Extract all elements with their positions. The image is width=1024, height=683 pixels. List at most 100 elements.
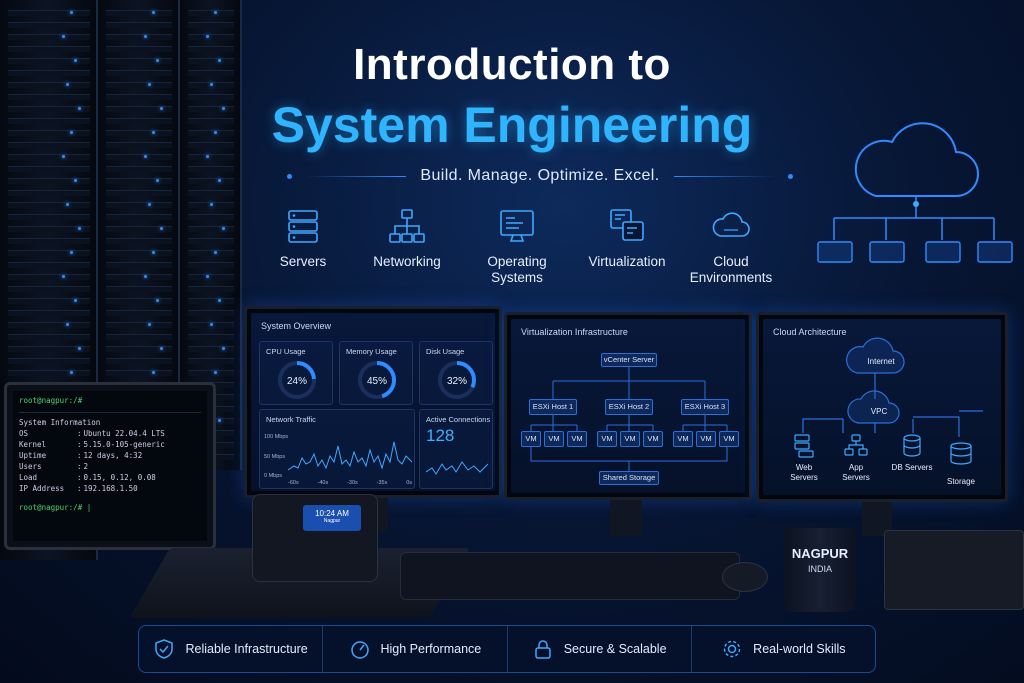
rack-led [144, 275, 147, 278]
vm-node: VM [696, 431, 716, 447]
laptop: root@nagpur:/# System Information OS: Ub… [4, 382, 216, 550]
terminal-prompt[interactable]: root@nagpur:/# | [19, 503, 92, 512]
virtual-windows-icon [610, 209, 644, 241]
rack-slot [8, 286, 90, 292]
terminal-key: Load [19, 473, 38, 482]
rack-slot [106, 106, 172, 112]
rack-slot [106, 190, 172, 196]
vm-node: VM [597, 431, 617, 447]
headline-line-1: Introduction to [353, 40, 671, 89]
rack-led [218, 299, 221, 302]
rack-slot [106, 142, 172, 148]
x-tick: 0s [406, 480, 412, 486]
rack-led [148, 203, 151, 206]
rack-slot [8, 130, 90, 136]
terminal-value: 0.15, 0.12, 0.08 [83, 473, 156, 482]
rack-slot [8, 94, 90, 100]
rack-slot [188, 298, 234, 304]
rack-led [222, 227, 225, 230]
rack-slot [8, 310, 90, 316]
topic-networking: Networking [352, 206, 462, 270]
disk-gauge: 32% [438, 361, 476, 399]
panel-title: Virtualization Infrastructure [521, 327, 628, 337]
rack-slot [8, 58, 90, 64]
rack-slot [106, 346, 172, 352]
topic-label: Servers [279, 254, 327, 269]
monitor-icon [500, 210, 534, 242]
rack-led [62, 35, 65, 38]
monitor-system-overview: System Overview CPU Usage 24% Memory Usa… [244, 306, 502, 498]
topic-cloud: Cloud Environments [676, 206, 786, 286]
cpu-value: 24% [287, 376, 307, 387]
rack-led [160, 227, 163, 230]
x-tick: -60s [288, 480, 299, 486]
rack-slot [8, 262, 90, 268]
rack-led [206, 275, 209, 278]
speedometer-icon [350, 641, 369, 659]
rack-slot [188, 286, 234, 292]
rack-led [210, 323, 213, 326]
rack-led [70, 371, 73, 374]
esxi-host-node: ESXi Host 2 [605, 399, 653, 415]
storage-icon [950, 442, 972, 465]
desk-phone: 10:24 AM Nagpur [252, 494, 378, 582]
rack-slot [8, 250, 90, 256]
rack-led [214, 251, 217, 254]
phone-sub: Nagpur [323, 518, 341, 524]
x-ticks: -60s -40s -30s -35s 0s [288, 480, 412, 486]
terminal-row: Users: 2 [19, 462, 89, 471]
rack-slot [188, 142, 234, 148]
rack-led [152, 131, 155, 134]
rack-led [206, 35, 209, 38]
topic-label: Operating Systems [487, 254, 547, 285]
mouse [722, 562, 768, 592]
rack-led [152, 251, 155, 254]
rack-led [66, 83, 69, 86]
rack-led [218, 59, 221, 62]
rack-slot [8, 190, 90, 196]
y-tick: 50 Mbps [264, 454, 286, 460]
rack-slot [106, 82, 172, 88]
connections-sparkline [426, 461, 488, 475]
rack-slot [106, 250, 172, 256]
active-connections-value: 128 [426, 426, 455, 445]
monitor-virtualization: Virtualization Infrastructure vCenter Se… [504, 312, 752, 500]
network-topology-icon [389, 209, 425, 243]
rack-slot [8, 226, 90, 232]
terminal-key: IP Address [19, 484, 65, 493]
vm-node: VM [673, 431, 693, 447]
rack-slot [188, 166, 234, 172]
feature-label: Reliable Infrastructure [185, 642, 308, 656]
network-traffic-panel: Network Traffic 100 Mbps 50 Mbps 0 Mbps … [259, 409, 415, 489]
shared-storage-node: Shared Storage [599, 471, 659, 485]
rack-led [144, 155, 147, 158]
rack-led [152, 11, 155, 14]
mug-text: INDIA [807, 564, 832, 574]
app-server-icon [844, 434, 868, 456]
rack-led [78, 347, 81, 350]
rack-slot [106, 46, 172, 52]
rack-slot [188, 94, 234, 100]
rack-slot [8, 10, 90, 16]
terminal-value: 5.15.0-105-generic [83, 440, 165, 449]
rack-slot [8, 346, 90, 352]
rack-slot [8, 142, 90, 148]
terminal-row: Load: 0.15, 0.12, 0.08 [19, 473, 156, 482]
rack-led [156, 179, 159, 182]
terminal-key: Kernel [19, 440, 47, 449]
rack-slot [188, 10, 234, 16]
rack-slot [8, 82, 90, 88]
cpu-usage-panel: CPU Usage 24% [259, 341, 333, 405]
rack-slot [188, 34, 234, 40]
rack-led [74, 179, 77, 182]
rack-slot [106, 22, 172, 28]
rack-slot [8, 238, 90, 244]
vm-node: VM [521, 431, 541, 447]
topic-label: Virtualization [588, 254, 666, 269]
topic-label: Networking [373, 254, 441, 269]
coffee-mug: NAGPUR INDIA [784, 528, 856, 612]
rack-slot [106, 358, 172, 364]
rack-slot [188, 262, 234, 268]
feature-label: Real-world Skills [753, 642, 846, 656]
